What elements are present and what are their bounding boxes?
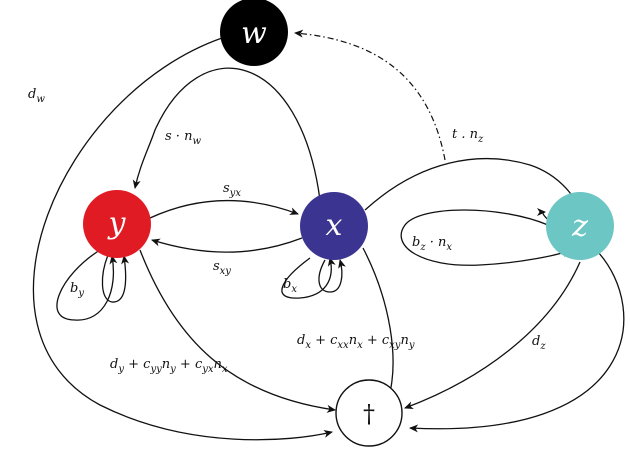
edge-x-self-loop bbox=[281, 257, 336, 299]
node-x-label: x bbox=[326, 208, 343, 243]
node-w-label: w bbox=[241, 16, 267, 51]
node-y-label: y bbox=[107, 206, 127, 241]
edge-y-to-dead bbox=[139, 249, 336, 413]
label-dw: dw bbox=[28, 87, 45, 105]
edge-x-to-y-sxy bbox=[151, 237, 303, 253]
node-w[interactable]: w bbox=[220, 0, 288, 66]
node-z-label: z bbox=[571, 209, 588, 244]
node-dead[interactable]: † bbox=[335, 379, 403, 447]
edge-w-to-dead bbox=[32, 37, 333, 441]
label-bz-nx: bz · nx bbox=[412, 235, 452, 253]
node-w-circle bbox=[220, 0, 288, 66]
node-z-circle bbox=[546, 192, 614, 260]
node-y[interactable]: y bbox=[83, 190, 151, 258]
edge-y-self-loop bbox=[56, 249, 118, 321]
label-by: by bbox=[70, 281, 84, 299]
node-dead-label: † bbox=[363, 400, 375, 428]
edge-z-to-x-loop bbox=[400, 209, 571, 266]
label-syx: syx bbox=[223, 181, 241, 199]
label-sxy: sxy bbox=[213, 259, 231, 277]
node-x-circle bbox=[300, 192, 368, 260]
node-dead-circle bbox=[335, 379, 403, 447]
edge-y-to-x bbox=[149, 199, 299, 219]
edge-x-self-loop-inner bbox=[318, 259, 346, 293]
label-dy-full: dy + cyyny + cyxnx bbox=[110, 357, 228, 375]
edge-z-to-dead bbox=[404, 261, 581, 409]
edge-z-to-dead-outer bbox=[409, 251, 625, 433]
label-t-nz: t . nz bbox=[452, 127, 484, 145]
label-bx: bx bbox=[283, 277, 297, 295]
edge-y-self-loop-inner bbox=[101, 254, 130, 303]
node-x[interactable]: x bbox=[300, 192, 368, 260]
edge-x-to-dead bbox=[362, 247, 395, 401]
label-dz: dz bbox=[532, 334, 546, 352]
node-y-circle bbox=[83, 190, 151, 258]
label-s-nw: s · nw bbox=[165, 129, 201, 147]
edge-x-to-y-snw bbox=[132, 67, 321, 201]
edge-tnz-to-w bbox=[294, 29, 446, 161]
node-z[interactable]: z bbox=[546, 192, 614, 260]
label-dx-full: dx + cxxnx + cxyny bbox=[297, 333, 415, 351]
